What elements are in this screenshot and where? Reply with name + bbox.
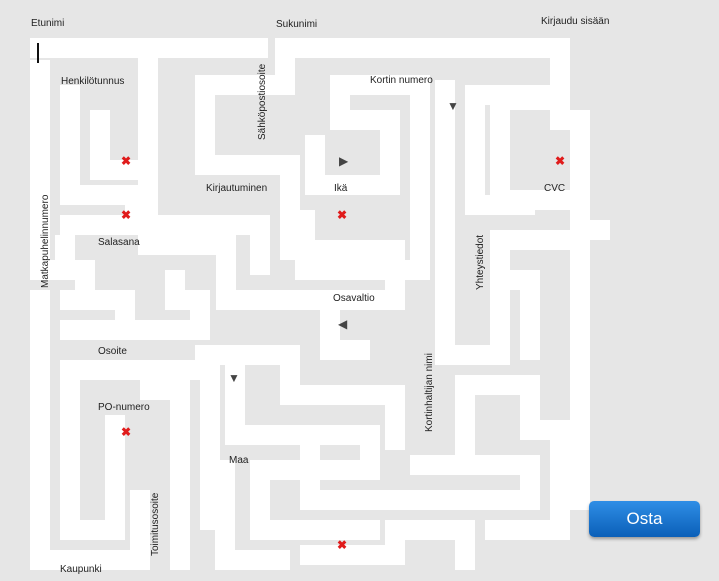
label-last-name: Sukunimi [276, 19, 318, 30]
maze-path [60, 360, 220, 540]
error-x-icon: ✖ [121, 425, 132, 439]
label-country: Maa [229, 455, 249, 466]
maze-path [300, 445, 540, 510]
label-password: Salasana [98, 237, 140, 248]
maze-path [30, 60, 95, 300]
maze-path [215, 460, 290, 570]
error-x-icon: ✖ [337, 538, 348, 552]
maze-path [140, 380, 190, 570]
maze-path [195, 345, 405, 450]
left-triangle-icon[interactable]: ◀ [338, 317, 348, 331]
maze-path [60, 85, 270, 275]
label-postal-code: PO-numero [98, 402, 150, 413]
dropdown-down-triangle-icon[interactable]: ▼ [447, 99, 459, 113]
maze-path [435, 80, 570, 365]
maze-path [300, 520, 475, 570]
error-x-icon: ✖ [555, 154, 566, 168]
error-x-icon: ✖ [121, 154, 132, 168]
label-first-name: Etunimi [31, 18, 65, 29]
maze-path [550, 110, 610, 510]
label-registration: Kirjautuminen [206, 183, 268, 194]
right-triangle-icon[interactable]: ▶ [339, 154, 349, 168]
label-cardholder: Kortinhaltijan nimi [424, 353, 435, 432]
label-delivery-address: Toimitusosoite [150, 492, 161, 556]
maze-path [30, 38, 370, 360]
label-address: Osoite [98, 346, 127, 357]
maze-path [30, 290, 150, 570]
label-mobile: Matkapuhelinnumero [40, 194, 51, 288]
maze-path [60, 270, 210, 340]
maze-path [90, 110, 140, 180]
dropdown-down-triangle-icon[interactable]: ▼ [228, 371, 240, 385]
error-x-icon: ✖ [337, 208, 348, 222]
login-link[interactable]: Kirjaudu sisään [541, 16, 610, 27]
maze-path [465, 85, 570, 215]
buy-button[interactable]: Osta [589, 501, 700, 537]
label-contact: Yhteystiedot [475, 234, 486, 290]
label-card-number: Kortin numero [370, 75, 433, 86]
label-ssn: Henkilötunnus [61, 76, 125, 87]
label-city: Kaupunki [60, 564, 102, 575]
label-age: Ikä [334, 183, 348, 194]
label-state: Osavaltio [333, 293, 375, 304]
label-email: Sähköpostiosoite [257, 63, 268, 140]
maze-path [305, 75, 400, 195]
error-x-icon: ✖ [121, 208, 132, 222]
maze-path [295, 75, 430, 280]
maze-path [490, 270, 540, 360]
text-cursor [37, 43, 39, 63]
maze-path [455, 375, 570, 540]
label-cvc: CVC [544, 183, 566, 194]
